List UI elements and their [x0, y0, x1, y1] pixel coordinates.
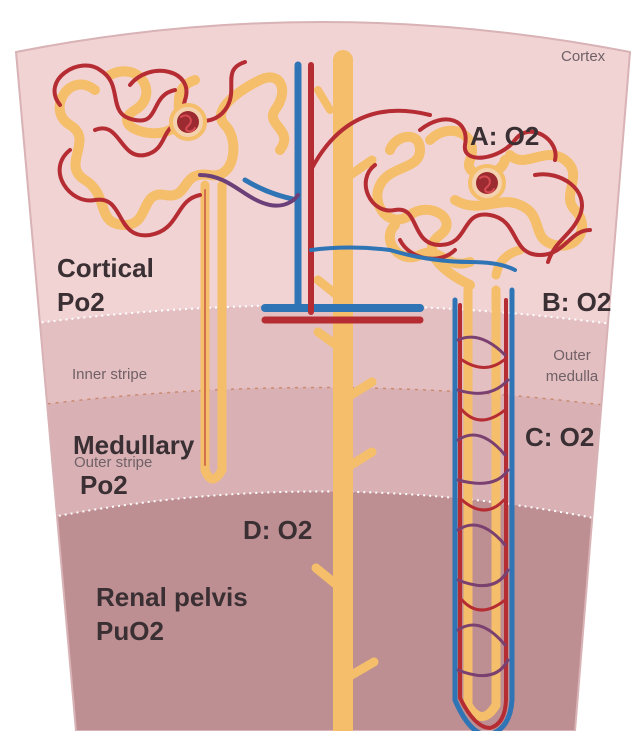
cortex-label: Cortex	[561, 46, 605, 67]
outer-medulla-label-line2: medulla	[540, 366, 604, 387]
inner-stripe-label: Inner stripe	[72, 364, 147, 385]
cortical-po2-line2: Po2	[57, 285, 154, 319]
cortical-po2-label: Cortical Po2	[57, 251, 154, 319]
marker-c-label: C: O2	[525, 420, 594, 454]
cortical-po2-line1: Cortical	[57, 251, 154, 285]
renal-pelvis-line1: Renal pelvis	[96, 580, 248, 614]
medullary-po2-line1: Medullary	[73, 428, 194, 462]
renal-pelvis-label: Renal pelvis PuO2	[96, 580, 248, 648]
marker-b-label: B: O2	[542, 285, 611, 319]
marker-a-label: A: O2	[470, 119, 539, 153]
renal-pelvis-line2: PuO2	[96, 614, 248, 648]
outer-medulla-label: Outer medulla	[540, 345, 604, 387]
marker-d-label: D: O2	[243, 513, 312, 547]
outer-medulla-label-line1: Outer	[540, 345, 604, 366]
medullary-po2-line2: Po2	[80, 468, 128, 502]
